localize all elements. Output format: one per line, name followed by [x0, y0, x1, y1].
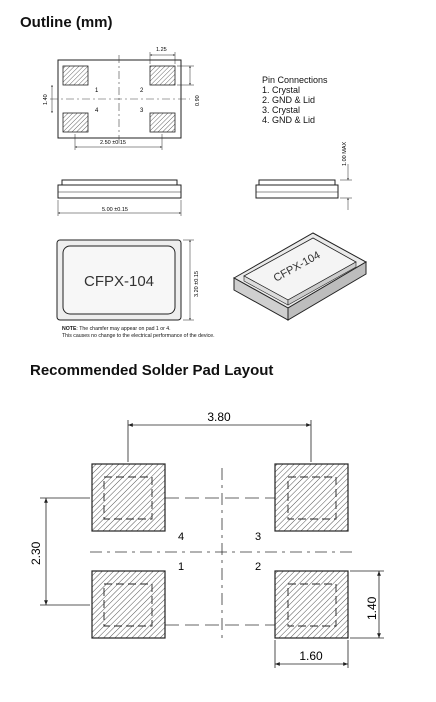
- pad-width-dim: 1.25: [156, 47, 167, 53]
- solder-pad-2: [274, 570, 349, 639]
- note-line-1: : The chamfer may appear on pad 1 or 4.: [76, 326, 171, 332]
- pin-connections: Pin Connections 1. Crystal 2. GND & Lid …: [262, 75, 328, 125]
- solder-pad-1: [91, 570, 166, 639]
- side-base-small: [255, 184, 339, 199]
- solder-pad-3: [274, 463, 349, 532]
- solder-pin-2: 2: [255, 561, 261, 573]
- outline-title: Outline (mm): [20, 14, 113, 31]
- pad-3-outline: [149, 112, 176, 133]
- bottom-view: 1 2 4 3 1.25 1.40 0.90 2.50 ±0.15: [43, 47, 201, 150]
- side-view-width: 1.00 MAX: [255, 142, 352, 210]
- top-lid: [62, 245, 176, 315]
- pin-4-number: 4: [95, 108, 99, 114]
- solder-pin-3: 3: [255, 531, 261, 543]
- inner-pad-1: [103, 583, 153, 627]
- side-base: [57, 184, 182, 199]
- pin-connection-item: 3. Crystal: [262, 105, 301, 115]
- width-dim: 3.20 ±0.15: [194, 271, 200, 297]
- solder-pad-title: Recommended Solder Pad Layout: [30, 362, 274, 379]
- top-view: CFPX-104 3.20 ±0.15: [56, 239, 200, 321]
- solder-pin-1: 1: [178, 561, 184, 573]
- pin-2-number: 2: [140, 88, 144, 94]
- solder-pad-4: [91, 463, 166, 532]
- inner-pad-3: [287, 476, 337, 520]
- pin-connection-item: 1. Crystal: [262, 85, 301, 95]
- pad-2-outline: [149, 65, 176, 86]
- pad-height-dim: 0.90: [195, 95, 201, 106]
- vertical-pitch-dim: 2.30: [29, 541, 43, 565]
- solder-pad-height-dim: 1.40: [365, 596, 379, 620]
- inner-pad-4: [103, 476, 153, 520]
- span-dim: 3.80: [207, 410, 231, 424]
- pin-3-number: 3: [140, 108, 144, 114]
- side-view-length: 5.00 ±0.15: [57, 179, 182, 216]
- pin-1-number: 1: [95, 88, 99, 94]
- chamfer-note: NOTE: The chamfer may appear on pad 1 or…: [62, 326, 215, 340]
- inner-pad-2: [287, 583, 337, 627]
- note-line-2: This causes no change to the electrical …: [62, 333, 215, 339]
- pitch-dim: 2.50 ±0.15: [100, 140, 126, 146]
- solder-pad-layout: 4 3 1 2 3.80 2.30 1.40 1.60: [29, 410, 384, 668]
- pad-4-outline: [62, 112, 89, 133]
- note-label: NOTE: [62, 326, 77, 332]
- max-height-dim: 1.00 MAX: [342, 142, 348, 166]
- isometric-view: CFPX-104: [232, 232, 368, 321]
- pin-connection-item: 2. GND & Lid: [262, 95, 316, 105]
- pin-connections-heading: Pin Connections: [262, 75, 328, 85]
- solder-pin-4: 4: [178, 531, 184, 543]
- height-left-dim: 1.40: [43, 94, 49, 105]
- pad-1-outline: [62, 65, 89, 86]
- top-part-label: CFPX-104: [84, 273, 154, 290]
- length-dim: 5.00 ±0.15: [102, 207, 128, 213]
- pin-connection-item: 4. GND & Lid: [262, 115, 316, 125]
- solder-pad-width-dim: 1.60: [299, 649, 323, 663]
